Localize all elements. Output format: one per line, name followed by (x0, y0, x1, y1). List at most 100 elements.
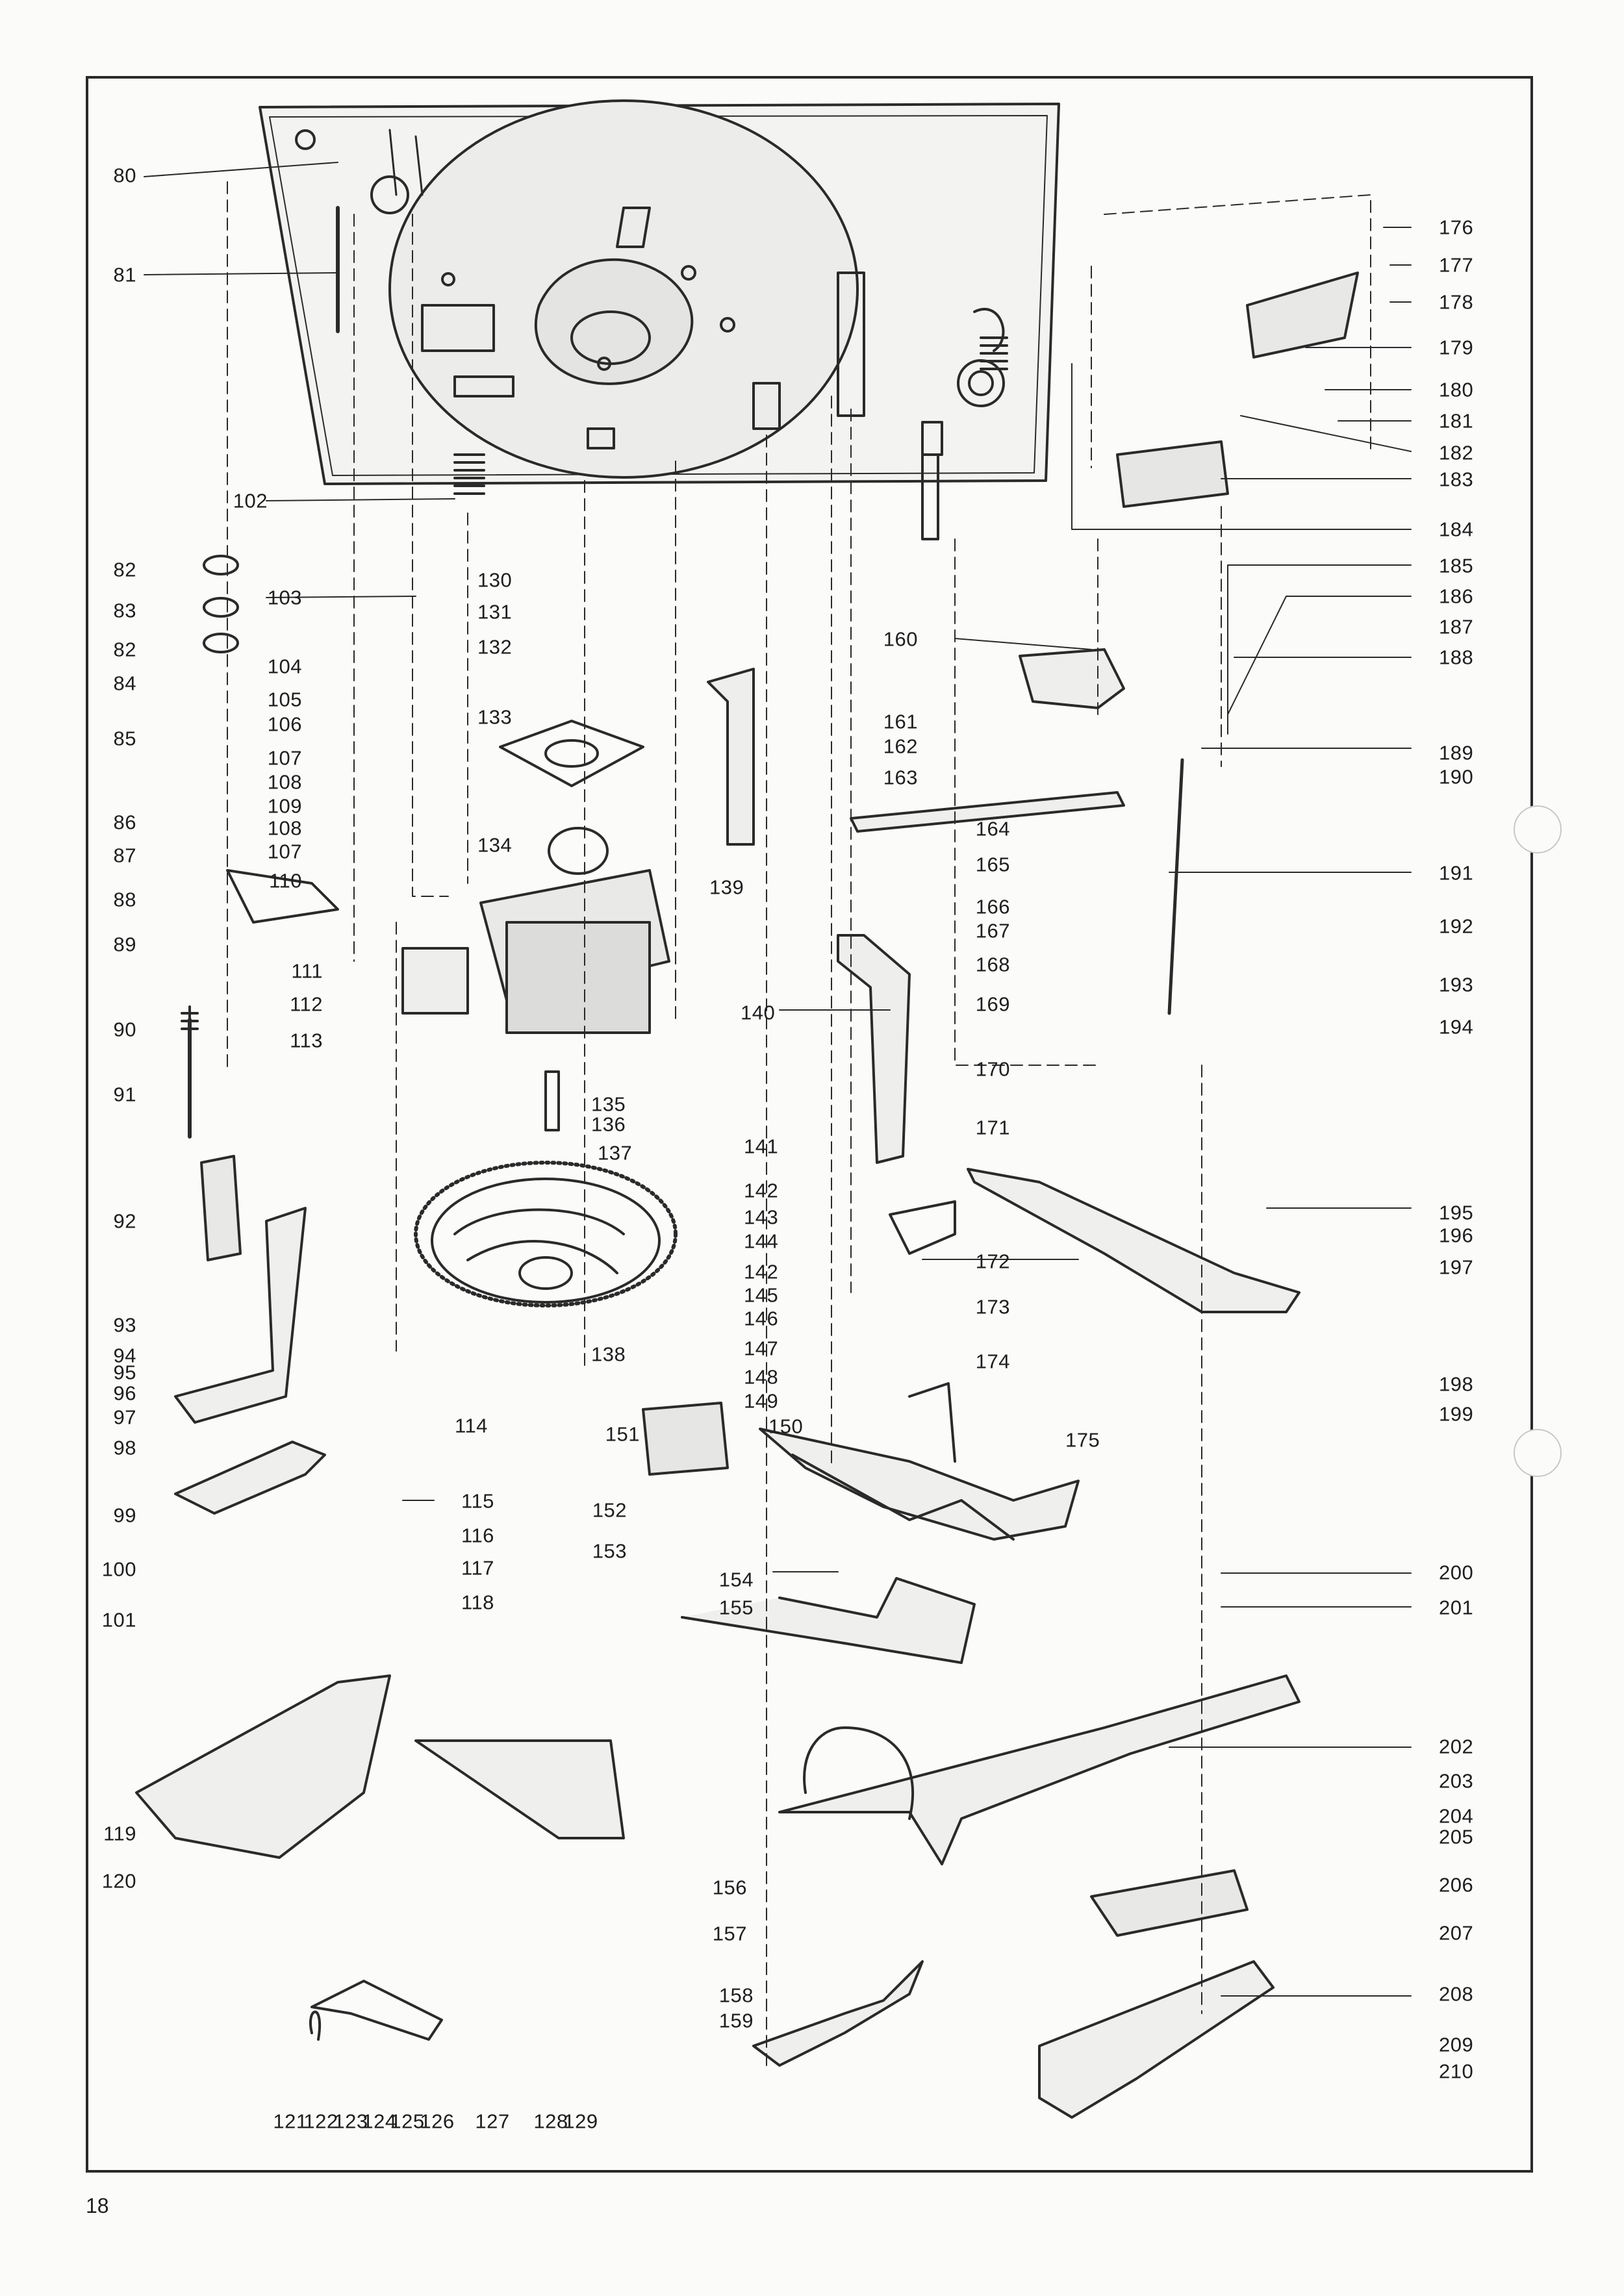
callout-142: 142 (744, 1260, 779, 1283)
callout-167: 167 (975, 919, 1010, 942)
callout-140: 140 (741, 1001, 776, 1024)
callout-118: 118 (461, 1591, 494, 1614)
callout-187: 187 (1439, 615, 1474, 638)
callout-137: 137 (598, 1141, 633, 1165)
callout-196: 196 (1439, 1224, 1474, 1247)
callout-207: 207 (1439, 1921, 1474, 1945)
callout-96: 96 (113, 1381, 136, 1405)
callout-194: 194 (1439, 1015, 1474, 1039)
callout-86: 86 (113, 811, 136, 834)
callout-195: 195 (1439, 1201, 1474, 1224)
callout-185: 185 (1439, 554, 1474, 577)
callout-127: 127 (475, 2110, 510, 2133)
callout-130: 130 (477, 568, 513, 592)
callout-190: 190 (1439, 765, 1474, 788)
gear-platter (414, 1161, 678, 1307)
callout-169: 169 (975, 992, 1010, 1016)
callout-188: 188 (1439, 646, 1474, 669)
callout-136: 136 (591, 1113, 626, 1136)
callout-206: 206 (1439, 1873, 1474, 1897)
binder-hole-bottom (1514, 1429, 1562, 1477)
callout-143: 143 (744, 1205, 779, 1229)
callout-152: 152 (592, 1498, 627, 1522)
callout-208: 208 (1439, 1982, 1474, 2006)
callout-162: 162 (883, 735, 918, 758)
callout-89: 89 (113, 933, 136, 956)
callout-164: 164 (975, 817, 1010, 840)
callout-183: 183 (1439, 468, 1474, 491)
motor-assembly (479, 720, 670, 1131)
callout-106: 106 (267, 713, 302, 736)
leader-lines (144, 162, 1412, 1997)
callout-105: 105 (267, 688, 302, 711)
callout-81: 81 (113, 263, 136, 286)
callout-141: 141 (744, 1135, 779, 1158)
callout-90: 90 (113, 1018, 136, 1041)
callout-147: 147 (744, 1337, 779, 1360)
callout-93: 93 (113, 1313, 136, 1337)
callout-126: 126 (420, 2110, 455, 2133)
callout-111: 111 (291, 959, 323, 983)
callout-95: 95 (113, 1361, 136, 1384)
callout-121: 121 (273, 2110, 308, 2133)
callout-80: 80 (113, 164, 136, 187)
callout-123: 123 (333, 2110, 368, 2133)
callout-210: 210 (1439, 2060, 1474, 2083)
callout-124: 124 (362, 2110, 397, 2133)
center-mechanism (642, 668, 1080, 2067)
right-linkages (778, 271, 1359, 2119)
callout-107: 107 (267, 746, 302, 770)
callout-197: 197 (1439, 1255, 1474, 1279)
diagram-frame (86, 76, 1533, 2173)
callout-92: 92 (113, 1209, 136, 1233)
callout-166: 166 (975, 895, 1010, 918)
callout-101: 101 (101, 1608, 136, 1632)
callout-158: 158 (718, 1984, 754, 2007)
callout-144: 144 (744, 1230, 779, 1253)
callout-84: 84 (113, 672, 136, 695)
callout-204: 204 (1439, 1804, 1474, 1828)
callout-132: 132 (477, 635, 513, 659)
callout-87: 87 (113, 844, 136, 867)
callout-112: 112 (290, 992, 323, 1016)
callout-146: 146 (744, 1307, 779, 1330)
callout-110: 110 (269, 869, 302, 892)
callout-139: 139 (709, 876, 744, 899)
callout-116: 116 (461, 1524, 494, 1547)
callout-108: 108 (267, 816, 302, 840)
callout-168: 168 (975, 953, 1010, 976)
binder-hole-top (1514, 805, 1562, 853)
assembly-guides (227, 181, 1371, 2073)
callout-131: 131 (477, 600, 513, 624)
callout-154: 154 (718, 1568, 754, 1591)
callout-103: 103 (267, 586, 302, 609)
callout-172: 172 (975, 1250, 1010, 1273)
callout-120: 120 (101, 1869, 136, 1893)
callout-94: 94 (113, 1344, 136, 1367)
callout-189: 189 (1439, 741, 1474, 764)
callout-165: 165 (975, 853, 1010, 876)
callout-145: 145 (744, 1283, 779, 1307)
callout-88: 88 (113, 888, 136, 911)
callout-149: 149 (744, 1389, 779, 1413)
callout-108: 108 (267, 770, 302, 794)
callout-82: 82 (113, 558, 136, 581)
callout-138: 138 (591, 1343, 626, 1366)
callout-170: 170 (975, 1057, 1010, 1081)
callout-184: 184 (1439, 518, 1474, 541)
callout-133: 133 (477, 705, 513, 729)
callout-128: 128 (533, 2110, 568, 2133)
callout-176: 176 (1439, 216, 1474, 239)
callout-83: 83 (113, 599, 136, 622)
callout-153: 153 (592, 1539, 627, 1563)
callout-142: 142 (744, 1179, 779, 1202)
callout-134: 134 (477, 833, 513, 857)
callout-179: 179 (1439, 336, 1474, 359)
callout-199: 199 (1439, 1402, 1474, 1426)
callout-171: 171 (975, 1116, 1010, 1139)
callout-156: 156 (712, 1876, 747, 1899)
page-number: 18 (86, 2194, 109, 2217)
callout-192: 192 (1439, 915, 1474, 938)
callout-150: 150 (768, 1415, 804, 1438)
callout-209: 209 (1439, 2033, 1474, 2056)
